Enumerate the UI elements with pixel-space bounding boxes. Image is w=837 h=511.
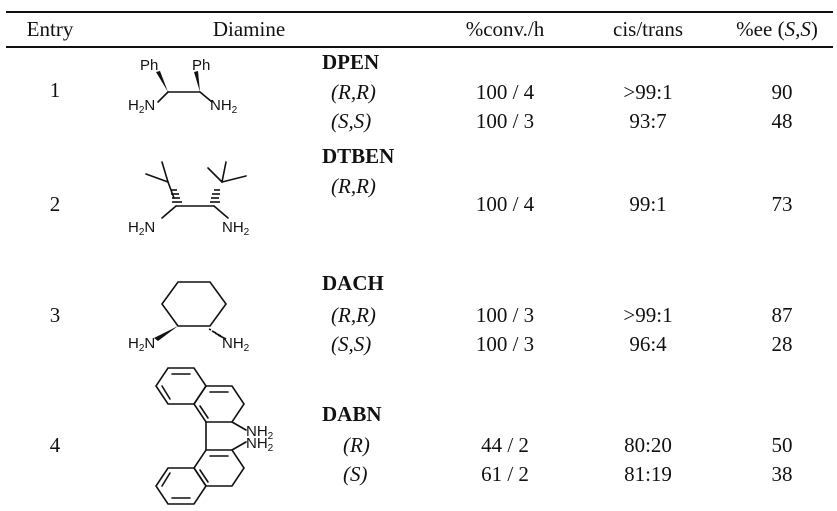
conversion-value: 44 / 2 [481, 433, 529, 457]
conversion-value: 100 / 4 [475, 192, 535, 216]
conversion-value: 100 / 3 [475, 332, 535, 356]
cyclohexane-ring [161, 281, 227, 327]
header-diamine: Diamine [212, 17, 286, 41]
phenyl-label: Ph [192, 57, 210, 74]
diamine-name: DACH [322, 271, 384, 295]
diamine-config: (S,S) [331, 332, 372, 356]
header-ee: %ee (S,S) [736, 17, 818, 41]
dpen-structure: Ph Ph H2N NH2 [128, 57, 238, 116]
cis-trans-value: >99:1 [623, 303, 673, 327]
svg-text:H2N: H2N [128, 335, 155, 354]
cis-trans-value: 96:4 [629, 332, 667, 356]
header-conversion: %conv./h [465, 17, 545, 41]
wedge-bond [154, 326, 178, 341]
entry-number: 2 [49, 192, 61, 216]
diamine-config: (S) [343, 462, 368, 486]
dabn-structure: NH2 NH2 [155, 367, 274, 505]
ee-value: 90 [771, 80, 793, 104]
svg-text:NH2: NH2 [222, 219, 250, 238]
aromatic-ring [155, 467, 207, 505]
svg-text:NH2: NH2 [246, 423, 274, 442]
ee-value: 50 [771, 433, 793, 457]
cis-trans-value: >99:1 [623, 80, 673, 104]
svg-text:NH2: NH2 [210, 97, 238, 116]
diamine-config: (R,R) [331, 303, 376, 327]
header-cis-trans: cis/trans [613, 17, 683, 41]
entry-number: 4 [49, 433, 61, 457]
conversion-value: 100 / 4 [475, 80, 535, 104]
svg-text:NH2: NH2 [222, 335, 250, 354]
top-rule [6, 11, 833, 13]
phenyl-label: Ph [140, 57, 158, 74]
header-rule [6, 46, 833, 48]
ee-value: 87 [771, 303, 793, 327]
dach-structure: H2N NH2 [128, 281, 250, 354]
cis-trans-value: 93:7 [629, 109, 667, 133]
dtben-structure: H2N NH2 [128, 161, 250, 238]
svg-text:H2N: H2N [128, 97, 155, 116]
conversion-value: 100 / 3 [475, 303, 535, 327]
diamine-config: (S,S) [331, 109, 372, 133]
diamine-config: (R,R) [331, 174, 376, 198]
svg-text:H2N: H2N [128, 219, 155, 238]
svg-text:NH2: NH2 [246, 435, 274, 454]
cis-trans-value: 80:20 [624, 433, 672, 457]
diamine-config: (R,R) [331, 80, 376, 104]
ee-value: 48 [771, 109, 793, 133]
header-entry: Entry [26, 17, 74, 41]
diamine-name: DPEN [322, 50, 380, 74]
ee-value: 28 [771, 332, 793, 356]
conversion-value: 100 / 3 [475, 109, 535, 133]
diamine-config: (R) [343, 433, 370, 457]
conversion-value: 61 / 2 [481, 462, 529, 486]
entry-number: 1 [49, 78, 61, 102]
entry-number: 3 [49, 303, 61, 327]
ee-value: 73 [771, 192, 793, 216]
diamine-name: DTBEN [322, 144, 395, 168]
cis-trans-value: 99:1 [629, 192, 667, 216]
ee-value: 38 [771, 462, 793, 486]
wedge-bond [194, 71, 200, 92]
cis-trans-value: 81:19 [624, 462, 672, 486]
wedge-bond [156, 71, 168, 92]
diamine-name: DABN [322, 402, 382, 426]
